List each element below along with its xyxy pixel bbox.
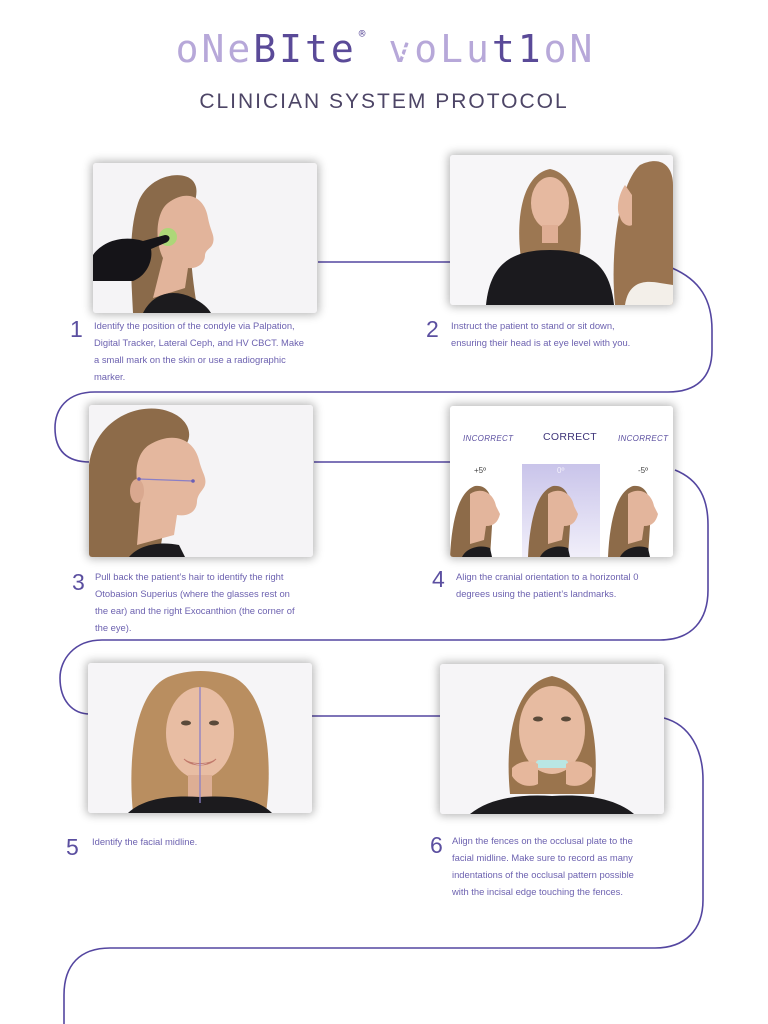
step-6-photo (440, 664, 664, 814)
brand-logo: oNeBIte® e voLut1oN (175, 27, 596, 71)
step-1-text: Identify the position of the condyle via… (94, 320, 304, 382)
orientation-left-degree: +5º (474, 466, 487, 475)
orientation-right-label: INCORRECT (618, 434, 669, 443)
step-1-number: 1 (70, 316, 83, 342)
step-2-photo (450, 155, 673, 305)
orientation-right-degree: -5º (638, 466, 649, 475)
step-6-number: 6 (430, 832, 443, 858)
step-3-number: 3 (72, 569, 85, 595)
step-5-text: Identify the facial midline. (92, 836, 198, 847)
orientation-center-label: CORRECT (543, 431, 598, 443)
step-5-number: 5 (66, 834, 79, 860)
step-2-number: 2 (426, 316, 439, 342)
orientation-left-label: INCORRECT (463, 434, 514, 443)
logo-wordmark-right: voLut1oN (388, 27, 596, 71)
orientation-center-degree: 0º (557, 466, 565, 475)
step-2-text: Instruct the patient to stand or sit dow… (451, 320, 631, 348)
logo-wordmark-left: oNeBIte® (175, 27, 369, 71)
step-4-number: 4 (432, 566, 445, 592)
step-3-photo (89, 405, 313, 557)
step-1-photo (93, 163, 317, 313)
step-6-text: Align the fences on the occlusal plate t… (452, 835, 634, 897)
page-subtitle: CLINICIAN SYSTEM PROTOCOL (199, 90, 569, 113)
step-4-photo (450, 406, 673, 557)
step-5-photo (88, 663, 312, 813)
step-3-text: Pull back the patient’s hair to identify… (95, 571, 295, 633)
step-4-text: Align the cranial orientation to a horiz… (456, 571, 639, 599)
